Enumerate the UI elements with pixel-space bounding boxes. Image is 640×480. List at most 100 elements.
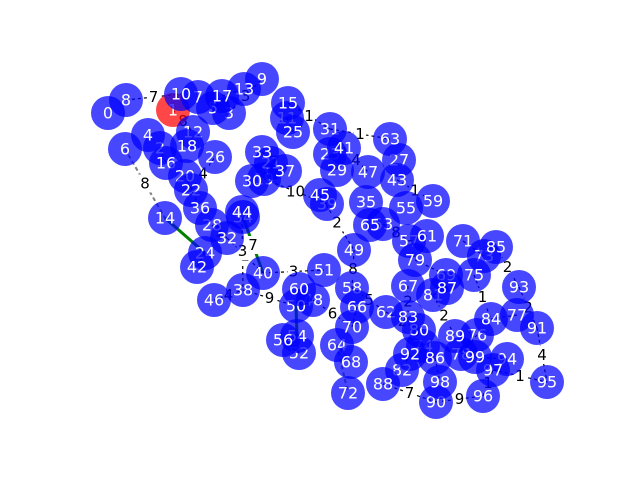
edge-weight-label: 1 xyxy=(410,182,420,200)
edge-weight-label: 7 xyxy=(248,236,258,254)
node-circle xyxy=(530,365,564,399)
node-60: 60 xyxy=(282,272,316,306)
node-circle xyxy=(276,115,310,149)
node-33: 33 xyxy=(245,135,279,169)
node-label: 60 xyxy=(289,280,309,299)
node-circle xyxy=(148,201,182,235)
node-label: 87 xyxy=(437,279,457,298)
node-label: 29 xyxy=(327,161,347,180)
node-circle xyxy=(335,310,369,344)
node-circle xyxy=(246,256,280,290)
node-label: 59 xyxy=(423,192,443,211)
edge-label-background xyxy=(453,390,466,408)
node-label: 88 xyxy=(373,375,393,394)
node-91: 91 xyxy=(520,311,554,345)
node-label: 7 xyxy=(193,88,203,107)
edge-label-background xyxy=(501,258,514,276)
node-label: 49 xyxy=(344,241,364,260)
node-label: 71 xyxy=(453,232,473,251)
node-label: 37 xyxy=(275,162,295,181)
node-circle xyxy=(307,253,341,287)
node-circle xyxy=(331,376,365,410)
node-75: 75 xyxy=(457,258,491,292)
edge-label-background xyxy=(403,384,416,402)
node-circle xyxy=(164,77,198,111)
node-56: 56 xyxy=(266,323,300,357)
node-circle xyxy=(197,283,231,317)
edge-weight-label: 7 xyxy=(405,384,415,402)
node-label: 46 xyxy=(204,291,224,310)
node-6: 6 xyxy=(108,132,142,166)
node-circle xyxy=(353,208,387,242)
node-label: 65 xyxy=(360,216,380,235)
node-46: 46 xyxy=(197,283,231,317)
node-label: 79 xyxy=(405,251,425,270)
node-circle xyxy=(337,233,371,267)
node-label: 0 xyxy=(103,104,113,123)
edge-label-background xyxy=(263,289,276,307)
node-circle xyxy=(457,258,491,292)
node-label: 98 xyxy=(430,373,450,392)
node-label: 36 xyxy=(190,199,210,218)
node-41: 41 xyxy=(327,131,361,165)
node-label: 68 xyxy=(341,353,361,372)
node-label: 92 xyxy=(400,345,420,364)
edge-weight-label: 8 xyxy=(348,260,358,278)
node-label: 43 xyxy=(387,171,407,190)
node-15: 15 xyxy=(271,86,305,120)
node-label: 91 xyxy=(527,319,547,338)
node-label: 25 xyxy=(283,123,303,142)
node-label: 44 xyxy=(232,203,252,222)
node-87: 87 xyxy=(430,271,464,305)
edge-label-background xyxy=(476,288,489,306)
node-47: 47 xyxy=(351,155,385,189)
node-92: 92 xyxy=(393,337,427,371)
node-95: 95 xyxy=(530,365,564,399)
node-circle xyxy=(466,379,500,413)
node-label: 56 xyxy=(273,331,293,350)
node-72: 72 xyxy=(331,376,365,410)
node-26: 26 xyxy=(198,140,232,174)
nodes-layer: 0123456789101112131415161718192021222324… xyxy=(91,62,564,419)
node-49: 49 xyxy=(337,233,371,267)
edge-weight-label: 1 xyxy=(355,125,365,143)
node-label: 10 xyxy=(171,85,191,104)
node-circle xyxy=(109,83,143,117)
node-label: 30 xyxy=(242,172,262,191)
node-label: 95 xyxy=(537,373,557,392)
edge-label-background xyxy=(536,346,548,364)
node-68: 68 xyxy=(334,345,368,379)
node-label: 8 xyxy=(121,91,131,110)
node-99: 99 xyxy=(458,340,492,374)
node-label: 17 xyxy=(212,87,232,106)
node-circle xyxy=(393,337,427,371)
edge-weight-label: 4 xyxy=(537,346,547,364)
node-label: 72 xyxy=(338,384,358,403)
node-label: 4 xyxy=(143,126,153,145)
edge-weight-label: 3 xyxy=(238,242,248,260)
node-label: 55 xyxy=(396,199,416,218)
node-circle xyxy=(479,230,513,264)
edge-label-background xyxy=(289,182,302,201)
node-label: 77 xyxy=(507,306,527,325)
edge-label-background xyxy=(147,88,160,106)
node-label: 96 xyxy=(473,387,493,406)
node-label: 85 xyxy=(486,238,506,257)
node-label: 47 xyxy=(358,163,378,182)
node-label: 26 xyxy=(205,148,225,167)
node-label: 9 xyxy=(257,70,267,89)
node-circle xyxy=(458,340,492,374)
edge-weight-label: 2 xyxy=(503,258,513,276)
node-37: 37 xyxy=(268,154,302,188)
node-83: 83 xyxy=(391,300,425,334)
node-18: 18 xyxy=(170,129,204,163)
node-circle xyxy=(416,184,450,218)
node-79: 79 xyxy=(398,243,432,277)
node-label: 32 xyxy=(217,229,237,248)
node-circle xyxy=(198,140,232,174)
node-59: 59 xyxy=(416,184,450,218)
node-65: 65 xyxy=(353,208,387,242)
node-label: 40 xyxy=(253,264,273,283)
node-label: 75 xyxy=(464,266,484,285)
node-circle xyxy=(268,154,302,188)
